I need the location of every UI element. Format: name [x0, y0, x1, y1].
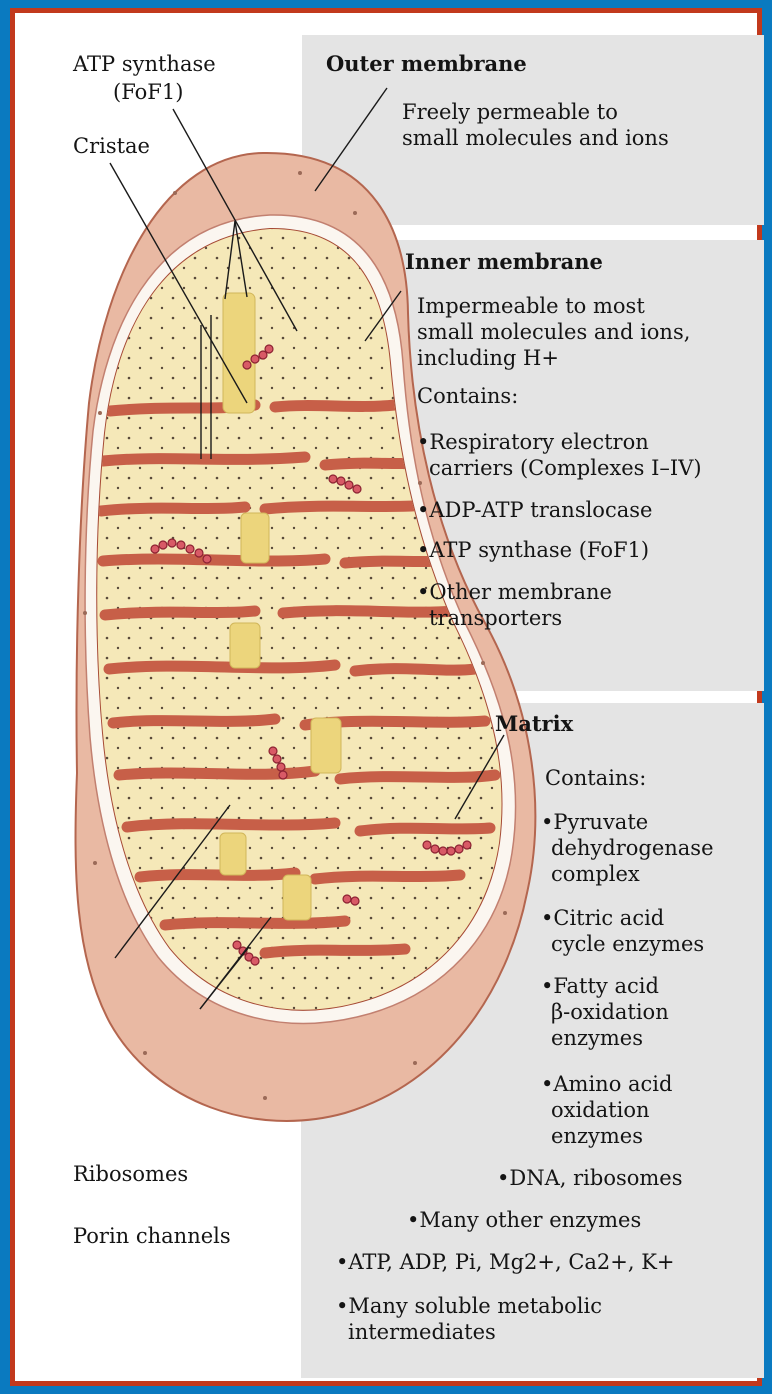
inner-membrane-line-2: small molecules and ions,	[417, 319, 690, 345]
outer-membrane-line-1: Freely permeable to	[402, 99, 618, 125]
matrix-item-2-line-1: •Citric acid	[541, 905, 664, 931]
matrix-item-1-line-3: complex	[551, 861, 640, 887]
matrix-item-4-line-1: •Amino acid	[541, 1071, 672, 1097]
inner-item-4-line-2: transporters	[429, 605, 562, 631]
matrix-item-3-line-3: enzymes	[551, 1025, 643, 1051]
inner-item-3: •ATP synthase (FoF1)	[417, 537, 649, 563]
inner-item-4-line-1: •Other membrane	[417, 579, 612, 605]
ribosomes-label: Ribosomes	[73, 1161, 188, 1187]
matrix-item-8-line-1: •Many soluble metabolic	[336, 1293, 602, 1319]
inner-item-1-line-1: •Respiratory electron	[417, 429, 649, 455]
outer-membrane-line-2: small molecules and ions	[402, 125, 669, 151]
matrix-item-7: •ATP, ADP, Pi, Mg2+, Ca2+, K+	[336, 1249, 675, 1275]
matrix-item-4-line-3: enzymes	[551, 1123, 643, 1149]
cristae-label: Cristae	[73, 133, 150, 159]
porin-channels-label: Porin channels	[73, 1223, 231, 1249]
inner-membrane-line-1: Impermeable to most	[417, 293, 645, 319]
inner-item-2: •ADP-ATP translocase	[417, 497, 652, 523]
matrix-item-3-line-2: β-oxidation	[551, 999, 669, 1025]
matrix-item-1-line-2: dehydrogenase	[551, 835, 714, 861]
inner-item-1-line-2: carriers (Complexes I–IV)	[429, 455, 702, 481]
inner-membrane-contains: Contains:	[417, 383, 518, 409]
matrix-title: Matrix	[495, 711, 573, 737]
outer-membrane-title: Outer membrane	[326, 51, 527, 77]
matrix-item-3-line-1: •Fatty acid	[541, 973, 659, 999]
matrix-item-5: •DNA, ribosomes	[497, 1165, 683, 1191]
figure-panel: ATP synthase (FoF1) Cristae Ribosomes Po…	[10, 8, 762, 1386]
atp-synthase-label: ATP synthase	[73, 51, 216, 77]
matrix-item-2-line-2: cycle enzymes	[551, 931, 704, 957]
matrix-item-4-line-2: oxidation	[551, 1097, 650, 1123]
inner-membrane-line-3: including H+	[417, 345, 559, 371]
matrix-item-1-line-1: •Pyruvate	[541, 809, 648, 835]
atp-synthase-subscript-label: (FoF1)	[113, 79, 183, 105]
matrix-contains: Contains:	[545, 765, 646, 791]
inner-membrane-title: Inner membrane	[405, 249, 603, 275]
matrix-item-6: •Many other enzymes	[407, 1207, 641, 1233]
matrix-item-8-line-2: intermediates	[348, 1319, 496, 1345]
